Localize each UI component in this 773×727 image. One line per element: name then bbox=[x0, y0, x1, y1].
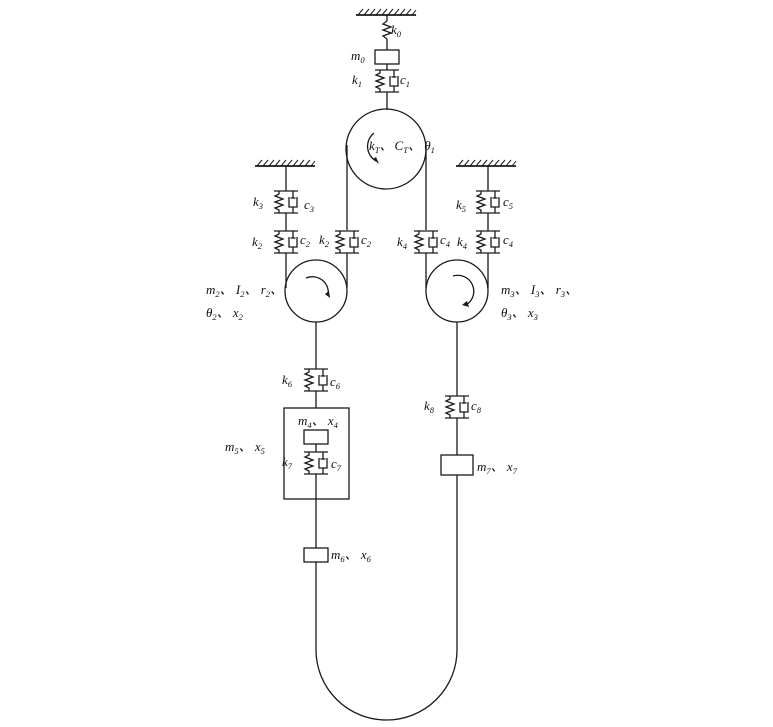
svg-text:k8: k8 bbox=[424, 398, 435, 415]
label-left-pulley-line1: m2、 I2、 r2、 bbox=[206, 282, 283, 299]
svg-text:k0: k0 bbox=[391, 22, 402, 39]
label-c4-right: c4 bbox=[503, 232, 514, 249]
svg-text:k2: k2 bbox=[319, 232, 330, 249]
svg-text:c2: c2 bbox=[300, 232, 311, 249]
svg-text:m5、 x5: m5、 x5 bbox=[225, 439, 265, 456]
svg-text:k3: k3 bbox=[253, 194, 263, 211]
svg-text:k5: k5 bbox=[456, 197, 466, 214]
svg-text:c4: c4 bbox=[503, 232, 514, 249]
label-k3: k3 bbox=[253, 194, 263, 211]
svg-text:c1: c1 bbox=[400, 72, 410, 89]
svg-text:c5: c5 bbox=[503, 194, 513, 211]
svg-text:m3、 I3、 r3、: m3、 I3、 r3、 bbox=[501, 282, 578, 299]
svg-text:c2: c2 bbox=[361, 232, 372, 249]
label-k5: k5 bbox=[456, 197, 466, 214]
svg-text:θ2、 x2: θ2、 x2 bbox=[206, 305, 244, 322]
label-m4-x4: m4、 x4 bbox=[298, 413, 339, 430]
spring-damper-k5-c5 bbox=[475, 190, 501, 214]
left-pulley bbox=[284, 259, 348, 323]
svg-text:m4、 x4: m4、 x4 bbox=[298, 413, 339, 430]
svg-text:k1: k1 bbox=[352, 72, 362, 89]
svg-text:k4: k4 bbox=[457, 234, 468, 251]
spring-damper-k4-c4-right bbox=[475, 230, 501, 254]
svg-text:k6: k6 bbox=[282, 372, 293, 389]
label-c2-right: c2 bbox=[361, 232, 372, 249]
mass-m6 bbox=[303, 547, 329, 563]
label-left-pulley-line2: θ2、 x2 bbox=[206, 305, 244, 322]
label-c2-left: c2 bbox=[300, 232, 311, 249]
label-k8: k8 bbox=[424, 398, 435, 415]
label-c6: c6 bbox=[330, 374, 341, 391]
label-k4-left: k4 bbox=[397, 234, 408, 251]
bottom-rope-loop bbox=[315, 649, 458, 721]
label-k1: k1 bbox=[352, 72, 362, 89]
label-c8: c8 bbox=[471, 398, 482, 415]
svg-text:k7: k7 bbox=[282, 454, 293, 471]
label-main-pulley: kT、CT、 θ1 bbox=[369, 138, 435, 155]
svg-text:c7: c7 bbox=[331, 456, 342, 473]
label-m5-x5: m5、 x5 bbox=[225, 439, 265, 456]
svg-text:kT、CT、 θ1: kT、CT、 θ1 bbox=[369, 138, 435, 155]
spring-damper-k1-c1 bbox=[374, 69, 400, 93]
label-c1: c1 bbox=[400, 72, 410, 89]
svg-text:k4: k4 bbox=[397, 234, 408, 251]
svg-text:c3: c3 bbox=[304, 197, 314, 214]
spring-k0 bbox=[381, 15, 393, 50]
mass-m0 bbox=[374, 49, 400, 65]
svg-text:m0: m0 bbox=[351, 48, 365, 65]
svg-text:c8: c8 bbox=[471, 398, 482, 415]
spring-damper-k2-c2-left bbox=[273, 230, 299, 254]
label-m6-x6: m6、 x6 bbox=[331, 547, 372, 564]
label-right-pulley-line2: θ3、 x3 bbox=[501, 305, 538, 322]
right-pulley-rotation-arrow bbox=[452, 274, 475, 306]
label-c7: c7 bbox=[331, 456, 342, 473]
svg-text:θ3、 x3: θ3、 x3 bbox=[501, 305, 538, 322]
label-k2-right: k2 bbox=[319, 232, 330, 249]
svg-text:c6: c6 bbox=[330, 374, 341, 391]
label-c3: c3 bbox=[304, 197, 314, 214]
svg-text:c4: c4 bbox=[440, 232, 451, 249]
svg-text:m7、 x7: m7、 x7 bbox=[477, 459, 518, 476]
label-right-pulley-line1: m3、 I3、 r3、 bbox=[501, 282, 578, 299]
label-k0: k0 bbox=[391, 22, 402, 39]
label-k4-right: k4 bbox=[457, 234, 468, 251]
svg-text:m2、 I2、 r2、: m2、 I2、 r2、 bbox=[206, 282, 283, 299]
label-m0: m0 bbox=[351, 48, 365, 65]
svg-text:k2: k2 bbox=[252, 234, 263, 251]
label-k7: k7 bbox=[282, 454, 293, 471]
label-k2-left: k2 bbox=[252, 234, 263, 251]
spring-damper-k8-c8 bbox=[444, 395, 470, 419]
spring-damper-k6-c6 bbox=[303, 368, 329, 392]
right-ceiling-support bbox=[455, 159, 517, 167]
label-c4-left: c4 bbox=[440, 232, 451, 249]
label-m7-x7: m7、 x7 bbox=[477, 459, 518, 476]
spring-damper-k3-c3 bbox=[273, 190, 299, 214]
top-ceiling-support bbox=[355, 8, 417, 16]
left-ceiling-support bbox=[254, 159, 316, 167]
mass-m4 bbox=[303, 429, 329, 445]
label-k6: k6 bbox=[282, 372, 293, 389]
label-c5: c5 bbox=[503, 194, 513, 211]
spring-damper-k4-c4-left bbox=[413, 230, 439, 254]
svg-text:m6、 x6: m6、 x6 bbox=[331, 547, 372, 564]
mass-m7 bbox=[440, 454, 474, 476]
spring-damper-k2-c2-right bbox=[334, 230, 360, 254]
right-pulley bbox=[425, 259, 489, 323]
left-pulley-rotation-arrow bbox=[305, 276, 329, 297]
